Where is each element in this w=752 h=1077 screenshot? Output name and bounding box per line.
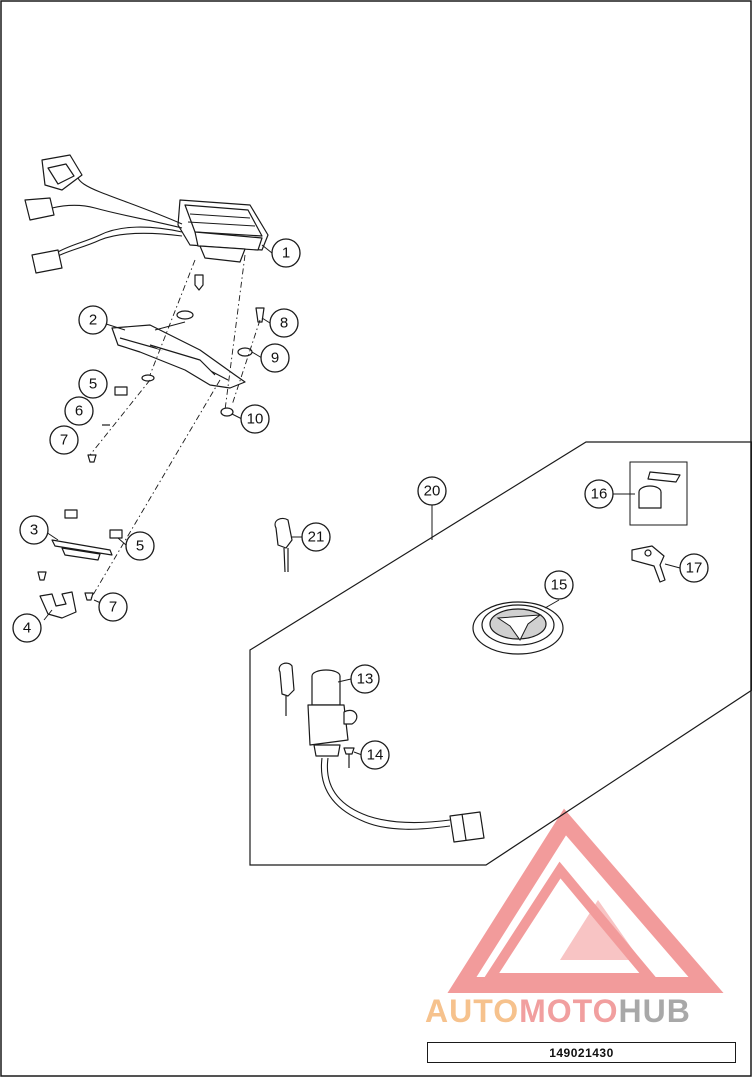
mounting-bracket — [111, 321, 246, 389]
kit-outline — [249, 441, 752, 866]
screw — [343, 747, 355, 768]
fasteners — [37, 274, 265, 601]
switch-plate — [51, 539, 113, 561]
callout-9: 9 — [260, 343, 290, 373]
callout-10: 10 — [240, 404, 270, 434]
svg-text:7: 7 — [60, 432, 68, 449]
callout-20: 20 — [417, 476, 447, 506]
callout-7-lower: 7 — [98, 592, 128, 622]
watermark-text-hub: HUB — [618, 993, 691, 1029]
svg-text:2: 2 — [89, 312, 97, 329]
svg-text:5: 5 — [89, 376, 97, 393]
wiring-harness — [24, 154, 183, 274]
callout-13: 13 — [350, 664, 380, 694]
document-number-box: 149021430 — [427, 1042, 736, 1063]
svg-text:10: 10 — [247, 411, 264, 428]
svg-text:21: 21 — [308, 529, 325, 546]
watermark-text: AUTOMOTOHUB — [425, 991, 745, 1031]
fuel-cap — [472, 601, 564, 655]
callout-5-upper: 5 — [78, 369, 108, 399]
clip — [39, 591, 77, 619]
svg-text:15: 15 — [551, 577, 568, 594]
svg-text:5: 5 — [136, 538, 144, 555]
assembly-lines — [89, 254, 261, 601]
svg-text:4: 4 — [23, 620, 31, 637]
svg-text:13: 13 — [357, 671, 374, 688]
callout-7-upper: 7 — [49, 425, 79, 455]
svg-text:14: 14 — [367, 747, 384, 764]
callout-17: 17 — [679, 553, 709, 583]
callout-2: 2 — [78, 305, 108, 335]
callout-15: 15 — [544, 570, 574, 600]
svg-text:9: 9 — [271, 350, 279, 367]
svg-text:8: 8 — [280, 315, 288, 332]
svg-text:20: 20 — [424, 483, 441, 500]
key-loose — [274, 517, 293, 573]
callout-3: 3 — [19, 515, 49, 545]
callout-8: 8 — [269, 308, 299, 338]
callout-16: 16 — [584, 479, 614, 509]
watermark-text-moto: MOTO — [519, 993, 619, 1029]
watermark-logo — [447, 808, 724, 993]
callout-1: 1 — [271, 238, 301, 268]
svg-text:7: 7 — [109, 599, 117, 616]
callout-4: 4 — [12, 613, 42, 643]
ignition-lock — [278, 662, 358, 757]
svg-text:6: 6 — [75, 403, 83, 420]
svg-text:17: 17 — [686, 560, 703, 577]
ignition-cable — [320, 757, 485, 843]
svg-text:1: 1 — [282, 245, 290, 262]
small-bracket — [631, 545, 666, 583]
callout-21: 21 — [301, 522, 331, 552]
document-number: 149021430 — [549, 1045, 614, 1060]
callout-6: 6 — [64, 396, 94, 426]
watermark-text-auto: AUTO — [425, 993, 520, 1029]
lock-insert — [629, 461, 688, 526]
svg-text:3: 3 — [30, 522, 38, 539]
svg-text:16: 16 — [591, 486, 608, 503]
callout-5-lower: 5 — [125, 531, 155, 561]
callout-14: 14 — [360, 740, 390, 770]
instrument-cluster — [177, 199, 269, 263]
